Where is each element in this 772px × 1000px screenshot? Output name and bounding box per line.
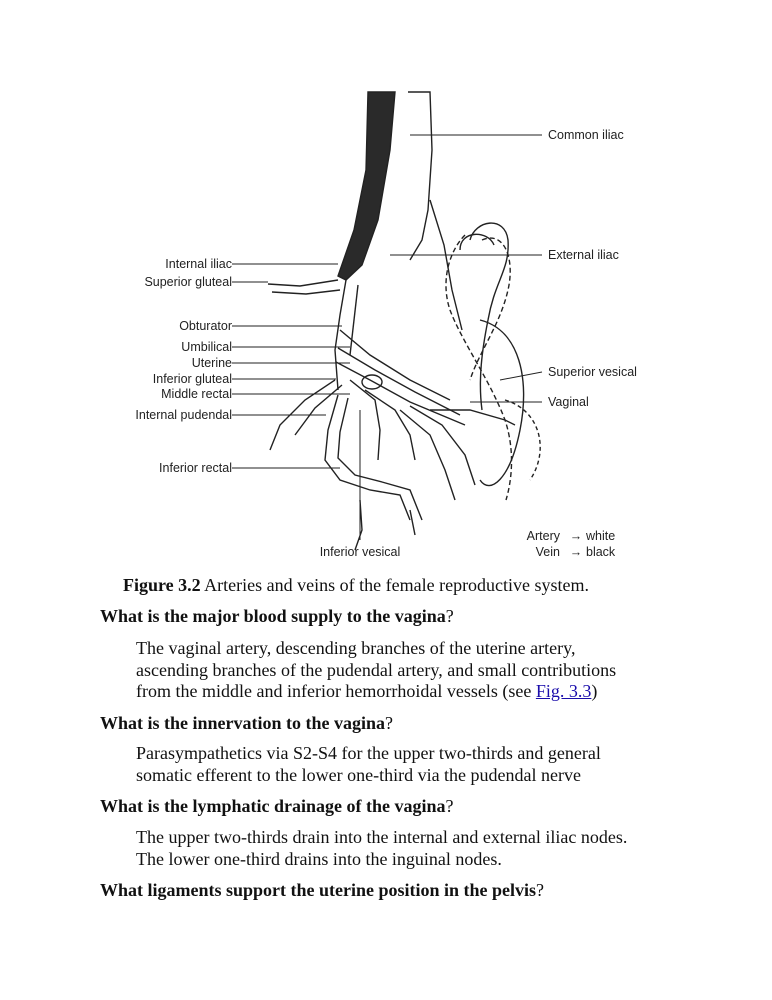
figure-number: Figure 3.2	[123, 575, 201, 595]
legend-artery: Artery	[527, 529, 561, 543]
figure-3-2-diagram: Internal iliac Superior gluteal Obturato…	[110, 80, 670, 570]
common-iliac-artery	[408, 92, 432, 260]
question-uterine-ligaments: What ligaments support the uterine posit…	[100, 879, 544, 901]
answer-lymphatic-drainage: The upper two-thirds drain into the inte…	[136, 827, 696, 870]
label-inferior-vesical: Inferior vesical	[320, 545, 401, 559]
label-inferior-gluteal: Inferior gluteal	[153, 372, 232, 386]
vessel-diagram: Internal iliac Superior gluteal Obturato…	[110, 80, 670, 570]
label-common-iliac: Common iliac	[548, 128, 624, 142]
label-external-iliac: External iliac	[548, 248, 619, 262]
common-iliac-vein	[338, 92, 395, 280]
label-superior-gluteal: Superior gluteal	[144, 275, 232, 289]
question-blood-supply: What is the major blood supply to the va…	[100, 605, 454, 627]
answer-innervation: Parasympathetics via S2-S4 for the upper…	[136, 743, 696, 786]
legend-arrow-artery: →	[570, 529, 583, 543]
internal-iliac-trunk	[335, 280, 346, 390]
caption-text: Arteries and veins of the female reprodu…	[201, 575, 589, 595]
fig-3-3-link[interactable]: Fig. 3.3	[536, 681, 592, 701]
legend-arrow-vein: →	[570, 545, 583, 559]
vessel-loop	[362, 375, 382, 389]
label-inferior-rectal: Inferior rectal	[159, 461, 232, 475]
obturator-branch	[340, 330, 450, 400]
superior-gluteal-branch	[268, 280, 338, 286]
label-uterine: Uterine	[192, 356, 232, 370]
uterine-tube-loop	[470, 223, 508, 410]
question-lymphatic-drainage: What is the lymphatic drainage of the va…	[100, 795, 454, 817]
label-umbilical: Umbilical	[181, 340, 232, 354]
legend: Artery → white Vein → black	[527, 529, 616, 559]
vaginal-branch	[400, 410, 455, 500]
inferior-vesical-branch	[355, 500, 362, 550]
answer-blood-supply: The vaginal artery, descending branches …	[136, 638, 696, 703]
label-internal-pudendal: Internal pudendal	[135, 408, 232, 422]
label-middle-rectal: Middle rectal	[161, 387, 232, 401]
label-vaginal: Vaginal	[548, 395, 589, 409]
figure-caption: Figure 3.2 Arteries and veins of the fem…	[123, 574, 589, 596]
label-internal-iliac: Internal iliac	[165, 257, 232, 271]
external-iliac-vessel	[430, 200, 462, 330]
label-obturator: Obturator	[179, 319, 232, 333]
vessel-drawing	[232, 92, 542, 550]
legend-vein-color: black	[586, 545, 616, 559]
label-superior-vesical: Superior vesical	[548, 365, 637, 379]
umbilical-branch	[338, 348, 460, 415]
legend-artery-color: white	[585, 529, 615, 543]
uterine-branch	[336, 362, 465, 425]
middle-rectal-branch	[350, 380, 380, 460]
question-innervation: What is the innervation to the vagina?	[100, 712, 393, 734]
legend-vein: Vein	[536, 545, 560, 559]
bladder-outline	[480, 320, 524, 486]
